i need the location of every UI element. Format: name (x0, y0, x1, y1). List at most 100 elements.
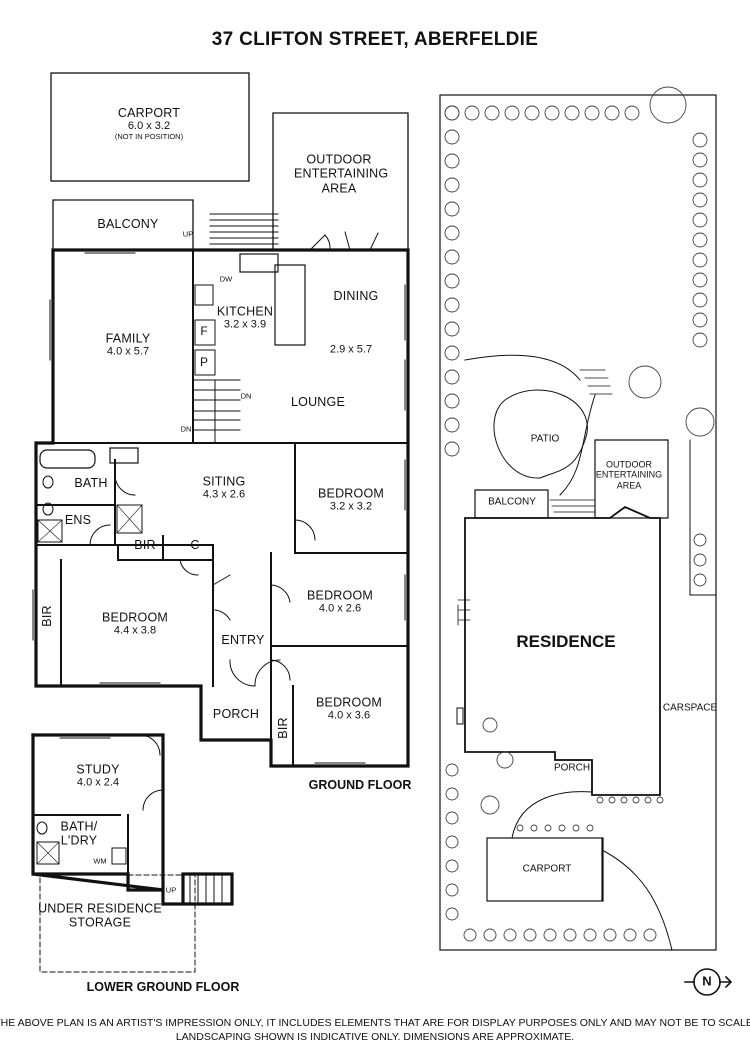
room-carport: CARPORT 6.0 x 3.2 (NOT IN POSITION) (115, 106, 183, 142)
tree-icon (463, 928, 477, 942)
tree-icon (624, 105, 640, 121)
tree-icon (604, 105, 620, 121)
tree-icon (692, 212, 708, 228)
room-dims: 3.2 x 3.9 (223, 318, 267, 331)
tree-icon (572, 824, 580, 832)
site-balcony-label: BALCONY (488, 496, 536, 508)
room-outdoor-entertaining: OUTDOOR ENTERTAINING AREA (294, 152, 388, 195)
tree-icon (692, 232, 708, 248)
room-bedroom-4: BEDROOM 4.0 x 3.6 (316, 695, 382, 722)
outdoor-area-outline (272, 112, 409, 251)
room-name: KITCHEN (216, 304, 274, 319)
tree-icon (444, 153, 460, 169)
tree-icon (692, 332, 708, 348)
room-porch: PORCH (213, 707, 259, 721)
room-bath: BATH (74, 476, 107, 490)
tree-icon (685, 407, 715, 437)
room-name: DINING (333, 288, 379, 303)
site-boundary (439, 94, 717, 951)
tree-icon (444, 249, 460, 265)
room-name: BEDROOM (316, 695, 382, 710)
room-name: C (190, 537, 200, 552)
tree-icon (516, 824, 524, 832)
room-bir-c: BIR (276, 717, 290, 738)
room-name: BIR (134, 537, 156, 552)
ground-floor-label: GROUND FLOOR (308, 778, 412, 792)
room-dims: 3.2 x 3.2 (329, 500, 373, 513)
residence-outline (464, 505, 661, 796)
tree-icon (444, 321, 460, 337)
disclaimer-line-1: THE ABOVE PLAN IS AN ARTIST'S IMPRESSION… (0, 1016, 750, 1029)
room-name: BEDROOM (102, 610, 168, 625)
room-name: BEDROOM (318, 486, 384, 501)
room-cupboard: C (190, 538, 199, 552)
tree-icon (692, 192, 708, 208)
tree-icon (628, 365, 662, 399)
room-name: PORCH (212, 706, 260, 721)
room-balcony: BALCONY (97, 217, 158, 231)
balcony-outline (52, 199, 194, 251)
stairs-down-label-1: DN (240, 391, 252, 401)
tree-icon (484, 105, 500, 121)
tree-icon (644, 796, 652, 804)
tree-icon (563, 928, 577, 942)
tree-icon (444, 201, 460, 217)
tree-icon (482, 717, 498, 733)
tree-icon (444, 129, 460, 145)
tree-icon (692, 152, 708, 168)
tree-icon (643, 928, 657, 942)
tree-icon (586, 824, 594, 832)
tree-icon (445, 883, 459, 897)
tree-icon (496, 751, 514, 769)
room-note: (NOT IN POSITION) (114, 132, 184, 142)
room-dims: 2.9 x 5.7 (329, 343, 373, 356)
room-name: BEDROOM (307, 588, 373, 603)
tree-icon (623, 928, 637, 942)
room-bir-b: BIR (40, 605, 54, 626)
room-name: LOUNGE (291, 394, 345, 409)
washing-machine-label: WM (93, 856, 107, 866)
room-dining-dims: 2.9 x 5.7 (330, 344, 372, 357)
tree-icon (693, 533, 707, 547)
site-porch-label: PORCH (553, 762, 591, 774)
room-main-bedroom: BEDROOM 4.4 x 3.8 (102, 610, 168, 637)
tree-icon (445, 763, 459, 777)
dishwasher-label: DW (219, 274, 233, 284)
room-name: ENTRY (221, 632, 265, 647)
room-under-storage: UNDER RESIDENCE STORAGE (30, 902, 170, 931)
tree-icon (620, 796, 628, 804)
tree-icon (444, 417, 460, 433)
tree-icon (692, 272, 708, 288)
tree-icon (543, 928, 557, 942)
fridge-label: F (200, 324, 208, 338)
tree-icon (445, 907, 459, 921)
room-family: FAMILY 4.0 x 5.7 (106, 331, 151, 358)
room-bedroom-3: BEDROOM 4.0 x 2.6 (307, 588, 373, 615)
site-carport-label: CARPORT (522, 863, 572, 875)
room-bath-laundry: BATH/ L'DRY (56, 820, 102, 849)
site-carspace-label: CARSPACE (662, 702, 718, 714)
room-dims: 4.0 x 5.7 (106, 345, 150, 358)
site-outdoor-label: OUTDOOR ENTERTAINING AREA (595, 459, 663, 491)
page-title: 37 CLIFTON STREET, ABERFELDIE (211, 29, 539, 50)
tree-icon (656, 796, 664, 804)
tree-icon (503, 928, 517, 942)
room-bir-a: BIR (134, 538, 155, 552)
room-dims: 4.0 x 2.6 (318, 602, 362, 615)
tree-icon (692, 292, 708, 308)
tree-icon (483, 928, 497, 942)
carport-outline (50, 72, 250, 182)
tree-icon (584, 105, 600, 121)
tree-icon (445, 811, 459, 825)
room-name: UNDER RESIDENCE STORAGE (38, 901, 162, 930)
tree-icon (444, 369, 460, 385)
tree-icon (544, 105, 560, 121)
room-ensuite: ENS (65, 513, 91, 527)
room-name: FAMILY (105, 331, 151, 346)
tree-icon (445, 859, 459, 873)
tree-icon (445, 787, 459, 801)
room-bedroom-2: BEDROOM 3.2 x 3.2 (318, 486, 384, 513)
tree-icon (444, 297, 460, 313)
ground-floor-outer-wall (34, 248, 410, 768)
